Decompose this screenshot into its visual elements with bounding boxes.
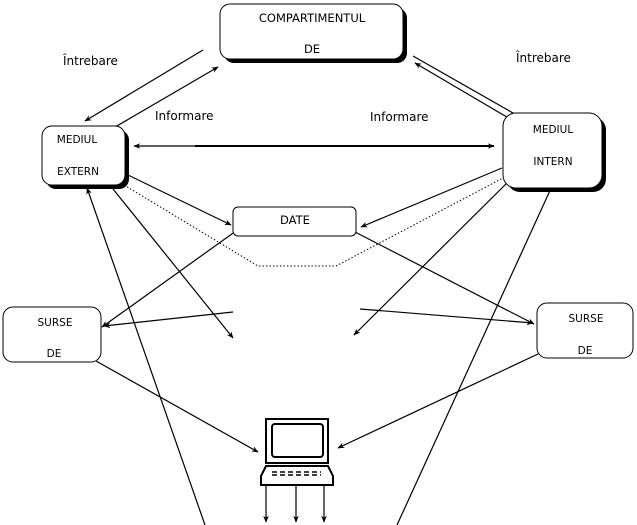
node-compartiment-line2: DE [304, 42, 320, 56]
arrow-informare-from-extern [109, 66, 219, 131]
label-intrebare-left: Întrebare [62, 53, 118, 68]
arrow-date-to-surse-left [101, 230, 237, 328]
arrow-intern-to-center [353, 171, 519, 336]
node-date: DATE [232, 206, 357, 237]
node-mediul-extern-line2: EXTERN [57, 166, 99, 178]
node-compartiment-line1: COMPARTIMENTUL [259, 11, 366, 25]
node-mediul-extern-line1: MEDIUL [57, 134, 98, 146]
arrow-intrebare-to-intern [412, 55, 528, 122]
arrow-bottom-to-intern [396, 183, 554, 525]
node-surse-right-line1: SURSE [569, 313, 604, 325]
node-surse-left-line1: SURSE [38, 317, 73, 329]
node-mediul-extern: MEDIUL EXTERN [41, 125, 129, 189]
node-mediul-intern-line1: MEDIUL [533, 124, 574, 136]
arrow-intern-to-date [360, 167, 503, 228]
computer-icon [260, 418, 334, 486]
arrow-center-to-surse-left [103, 311, 234, 329]
arrow-center-to-surse-right [359, 308, 534, 326]
arrow-date-to-surse-right [354, 231, 535, 325]
arrow-extern-to-center [112, 188, 234, 339]
arrow-surse-right-to-computer [337, 353, 539, 449]
arrow-extern-to-date [127, 174, 232, 226]
node-mediul-intern-line2: INTERN [533, 156, 572, 168]
node-mediul-intern: MEDIUL INTERN [502, 112, 606, 192]
node-date-label: DATE [280, 213, 310, 227]
arrow-intrebare-to-extern [84, 49, 204, 122]
node-surse-left: SURSE DE [2, 306, 102, 363]
node-surse-right-line2: DE [578, 345, 593, 357]
dotted-boundary [123, 177, 504, 267]
label-informare-left: Informare [155, 109, 214, 123]
arrow-bottom-to-extern [86, 187, 206, 525]
arrow-informare-from-intern [414, 62, 523, 127]
label-informare-right: Informare [370, 110, 429, 124]
label-intrebare-right: Întrebare [515, 50, 571, 65]
node-surse-left-line2: DE [47, 348, 62, 360]
node-compartiment: COMPARTIMENTUL DE [219, 3, 407, 63]
arrow-surse-left-to-computer [95, 360, 259, 453]
node-surse-right: SURSE DE [536, 302, 634, 359]
